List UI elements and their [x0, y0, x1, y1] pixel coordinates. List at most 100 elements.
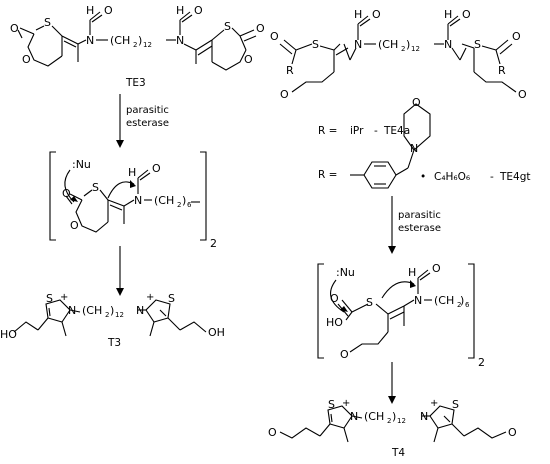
t4-plus-right: +	[430, 398, 438, 409]
right-int-ether-o: O	[340, 348, 349, 361]
te3-s-left: S	[44, 16, 51, 29]
morpholine-o: O	[412, 96, 421, 109]
right-bracket-multiplier: 2	[478, 356, 485, 369]
t4-ether-o-right: O	[508, 426, 517, 439]
t3-chain-sub12: 12	[115, 311, 124, 319]
te4-ether-o-right: O	[518, 88, 527, 101]
t3-n-left: N	[68, 304, 76, 317]
te4-chain-open: (CH	[378, 38, 398, 51]
t3-ho: HO	[0, 328, 17, 341]
t3-n-right: N	[136, 304, 144, 317]
left-int-chain-close: )	[182, 194, 186, 207]
left-nucleophile: :Nu	[72, 158, 91, 171]
left-intermediate: 2 :Nu O S O H O N (CH 2 ) 6	[49, 151, 217, 250]
r-definitions: R = iPr - TE4a R = N O • C₄H₆O₆ - TE4gt	[318, 96, 531, 189]
te3-h-right: H	[176, 4, 184, 17]
te3-chain-sub2: 2	[133, 41, 137, 49]
te4-r-left: R	[286, 64, 294, 77]
salt-dot: •	[420, 171, 426, 183]
te3-h-left: H	[86, 4, 94, 17]
right-int-h: H	[408, 266, 416, 279]
r1-dash: -	[374, 125, 378, 137]
t3-structure: S N + HO (CH 2 ) 12 N + S OH T3	[0, 292, 225, 349]
te4-acyl-o-right: O	[512, 30, 521, 43]
right-int-acyl-o: O	[330, 292, 339, 305]
right-int-chain-open: (CH	[434, 294, 454, 307]
r2-eq: R =	[318, 169, 337, 181]
right-intermediate: 2 :Nu O S HO O H O N (CH 2 ) 6	[317, 262, 485, 369]
left-int-carbonyl-o: O	[62, 187, 71, 200]
left-int-chain-open: (CH	[154, 194, 174, 207]
te4-chain-sub2: 2	[401, 45, 405, 53]
te4-chain-close: )	[406, 38, 410, 51]
t4-chain-open: (CH	[364, 410, 384, 423]
right-arrow-label-2: esterase	[398, 223, 441, 234]
t3-label: T3	[107, 337, 121, 349]
te4-formyl-o-right: O	[462, 8, 471, 21]
t4-n-right: N	[420, 410, 428, 423]
right-arrow-label-1: parasitic	[398, 210, 441, 221]
t3-oh: OH	[208, 326, 225, 339]
right-int-chain-close: )	[460, 294, 464, 307]
te3-ring-o-left: O	[22, 53, 31, 66]
te3-s-right: S	[224, 20, 231, 33]
left-arrow-label-1: parasitic	[126, 105, 169, 116]
te3-carbonyl-o-left: O	[10, 22, 19, 35]
te3-chain-sub12: 12	[143, 41, 152, 49]
t3-plus-left: +	[60, 292, 68, 303]
left-int-ring-o: O	[70, 219, 79, 232]
te3-formyl-o-right: O	[194, 4, 203, 17]
right-esterase-arrow: parasitic esterase	[388, 196, 441, 254]
right-int-s: S	[366, 296, 373, 309]
t3-s-right: S	[168, 292, 175, 305]
left-int-chain-sub6: 6	[187, 201, 192, 209]
right-int-chain-sub6: 6	[465, 301, 470, 309]
left-cyclization-arrow	[116, 246, 124, 296]
te4-s-left: S	[312, 38, 319, 51]
left-int-chain-sub2: 2	[177, 201, 181, 209]
te4-chain-sub12: 12	[411, 45, 420, 53]
morpholine-n: N	[410, 142, 418, 155]
te4-structure: O R S O H O N (CH 2 ) 12 N H O S O R O	[270, 8, 527, 101]
t3-chain-open: (CH	[82, 304, 102, 317]
te3-ring-o-right: O	[244, 53, 253, 66]
right-int-n: N	[414, 294, 422, 307]
te4-acyl-o-left: O	[270, 30, 279, 43]
te3-n-left: N	[86, 34, 94, 47]
t3-plus-right: +	[146, 292, 154, 303]
te3-formyl-o-left: O	[104, 4, 113, 17]
t4-plus-left: +	[342, 398, 350, 409]
te3-structure: O S O H O N (CH 2 ) 12 N H O S O O TE3	[10, 4, 265, 89]
te4-s-right: S	[474, 38, 481, 51]
left-esterase-arrow: parasitic esterase	[116, 94, 169, 148]
r1-eq: R =	[318, 125, 337, 137]
left-int-s: S	[92, 181, 99, 194]
left-int-n: N	[134, 194, 142, 207]
te4-n-right: N	[444, 38, 452, 51]
t4-chain-sub12: 12	[397, 417, 406, 425]
te4-h-right: H	[444, 8, 452, 21]
left-int-h: H	[128, 166, 136, 179]
right-nucleophile: :Nu	[336, 266, 355, 279]
t4-structure: S N + O (CH 2 ) 12 N + S O T4	[268, 398, 517, 459]
right-int-chain-sub2: 2	[457, 301, 461, 309]
te3-chain-close: )	[138, 34, 142, 47]
t4-chain-sub2: 2	[387, 417, 391, 425]
t4-n-left: N	[350, 410, 358, 423]
te4-formyl-o-left: O	[372, 8, 381, 21]
t4-s-right: S	[452, 398, 459, 411]
te3-label: TE3	[125, 77, 146, 89]
left-int-formyl-o: O	[152, 162, 161, 175]
te3-n-right: N	[176, 34, 184, 47]
r2-dash: -	[490, 171, 494, 183]
t4-s-left: S	[328, 398, 335, 411]
t3-chain-sub2: 2	[105, 311, 109, 319]
right-int-ho: HO	[326, 316, 343, 329]
te4a-label: TE4a	[383, 125, 410, 137]
salt-formula: C₄H₆O₆	[434, 171, 470, 183]
te4-n-left: N	[354, 38, 362, 51]
t3-chain-close: )	[110, 304, 114, 317]
t3-s-left: S	[46, 292, 53, 305]
te4-h-left: H	[354, 8, 362, 21]
